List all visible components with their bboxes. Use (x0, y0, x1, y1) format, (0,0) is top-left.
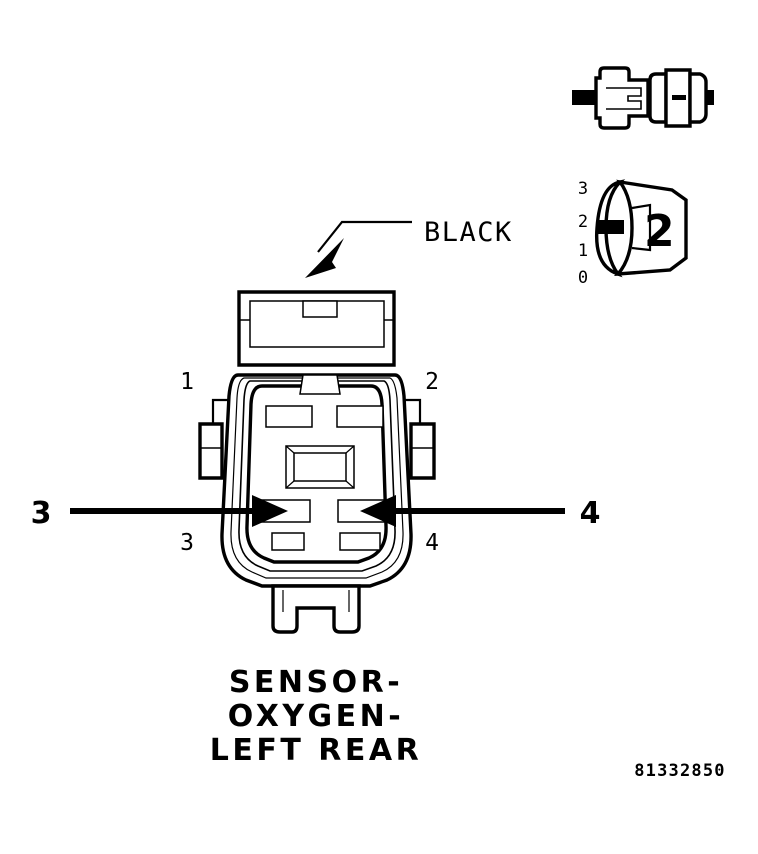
inset-seal-marking (672, 95, 686, 100)
callout-4-number: 4 (580, 496, 601, 531)
black-callout-label: BLACK (424, 217, 513, 248)
inset-seal-ring-1 (648, 72, 668, 124)
pin-number-labels: 1 2 3 4 (180, 369, 439, 556)
inset-terminal-blade-slot (606, 87, 642, 110)
gauge-scale-label-2: 2 (578, 212, 588, 232)
gauge-notch (631, 203, 652, 252)
black-callout-arrowhead (305, 238, 344, 278)
callout-4-arrow-shaft (392, 508, 565, 514)
connector-side-tab-left (198, 422, 224, 480)
connector-bottom-latch-detail (282, 590, 350, 612)
cavity-center-key-bevels (285, 445, 355, 489)
cavity-center-key-inner (293, 452, 347, 482)
inset-terminal-wire-left (572, 90, 598, 105)
title-line-2: OXYGEN- (228, 699, 404, 734)
pin-label-2: 2 (425, 369, 439, 395)
gauge-scale-label-1: 1 (578, 241, 588, 261)
gauge-scale-label-3: 3 (578, 179, 588, 199)
connector-side-tab-left-step (211, 398, 229, 424)
inset-terminal-blade-outline (594, 66, 650, 130)
pin-label-3: 3 (180, 530, 194, 556)
connector-shell-contour-2 (230, 377, 404, 579)
cavity-slot-upper-left (265, 405, 313, 428)
gauge-block-body (613, 179, 688, 277)
cavity-callout-left: 3 (31, 495, 288, 531)
callout-3-arrow-shaft (70, 508, 256, 514)
black-callout-leader-line (317, 220, 412, 253)
cavity-slot-upper-right (336, 405, 384, 428)
inset-terminal-detail (572, 66, 714, 130)
cavity-key-slot-top (299, 374, 341, 395)
color-callout-black: BLACK (305, 217, 513, 278)
pin-label-4: 4 (425, 530, 439, 556)
connector-hood-notch (302, 300, 338, 318)
connector-shell-contour-3 (238, 380, 396, 572)
callout-4-arrowhead (360, 495, 396, 527)
connector-side-tab-right (409, 422, 436, 480)
gauge-value-label: 2 (644, 206, 675, 257)
gauge-marker-band (598, 220, 624, 234)
cavity-slot-lower-left (271, 532, 305, 551)
pin-label-1: 1 (180, 369, 194, 395)
cavity-callout-right: 4 (360, 495, 600, 531)
title-line-3: LEFT REAR (210, 733, 422, 768)
title-block: SENSOR- OXYGEN- LEFT REAR (210, 665, 422, 768)
cavity-slot-lower-right (339, 532, 381, 551)
callout-3-number: 3 (31, 496, 52, 531)
connector-side-tab-right-step (404, 398, 422, 424)
part-number-label: 81332850 (634, 761, 725, 781)
inset-seal-ring-2 (688, 72, 708, 124)
inset-size-gauge: 2 3 2 1 0 (578, 179, 688, 288)
title-line-1: SENSOR- (229, 665, 403, 700)
callout-3-arrowhead (252, 495, 288, 527)
connector-bottom-latch (271, 584, 361, 634)
gauge-scale-label-0: 0 (578, 268, 588, 288)
